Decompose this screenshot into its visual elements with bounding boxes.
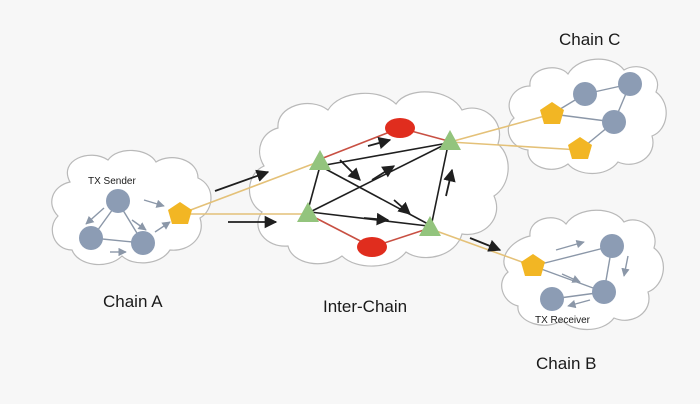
chain-a-arrow: [131, 219, 147, 231]
tx-sender-label: TX Sender: [88, 176, 136, 187]
tx-receiver-label: TX Receiver: [535, 315, 591, 326]
chain-a-node: [131, 231, 155, 255]
chain-a-label: Chain A: [103, 292, 163, 311]
arrow-mesh: [339, 159, 361, 181]
chain-b-arrow: [561, 273, 581, 283]
chain-c-node: [602, 110, 626, 134]
chain-b-node: [592, 280, 616, 304]
hub-node: [385, 118, 415, 138]
link-red-1: [317, 127, 401, 161]
chain-a-node-sender: [106, 189, 130, 213]
relay-triangle: [439, 130, 461, 150]
chain-a-arrow: [154, 221, 171, 233]
chain-b-gateway-pentagon: [521, 254, 545, 276]
chain-b-node-receiver: [540, 287, 564, 311]
relay-triangle: [419, 216, 441, 236]
chain-b-node: [600, 234, 624, 258]
chain-a-arrow: [143, 199, 165, 208]
mesh-line: [307, 165, 321, 211]
mesh-line: [431, 144, 449, 223]
chain-c-gateway-pentagon: [540, 102, 564, 124]
chain-b-label: Chain B: [536, 354, 597, 373]
link-relay-to-c-2: [449, 141, 581, 151]
arrow-mesh: [367, 136, 392, 150]
chain-b-arrow: [567, 299, 591, 309]
arrow-to-b: [469, 237, 502, 252]
chain-b-link: [532, 265, 605, 293]
relay-triangle: [309, 150, 331, 170]
link-relay-to-b: [427, 227, 534, 267]
arrow-mesh: [363, 212, 390, 226]
chain-c-node: [618, 72, 642, 96]
hub-node: [357, 237, 387, 257]
arrow-a-upper: [214, 169, 270, 192]
arrow-mesh: [443, 168, 456, 197]
link-relay-to-c: [449, 113, 553, 143]
chain-c-node: [573, 82, 597, 106]
link-a-to-relay: [179, 161, 319, 215]
chain-b-arrow: [555, 240, 585, 251]
mesh-line: [309, 142, 449, 213]
chain-b-link: [532, 245, 613, 267]
chain-a-node: [79, 226, 103, 250]
inter-chain-cloud: [248, 91, 509, 267]
chain-c-gateway-pentagon: [568, 137, 592, 159]
arrow-mesh: [393, 199, 411, 215]
chain-b-arrow: [621, 255, 630, 277]
relay-triangle: [297, 202, 319, 222]
chain-a-arrow: [85, 207, 105, 225]
arrow-mesh: [371, 165, 396, 181]
chain-a-gateway-pentagon: [168, 202, 192, 224]
inter-chain-label: Inter-Chain: [323, 297, 408, 316]
chain-c-label: Chain C: [559, 30, 621, 49]
